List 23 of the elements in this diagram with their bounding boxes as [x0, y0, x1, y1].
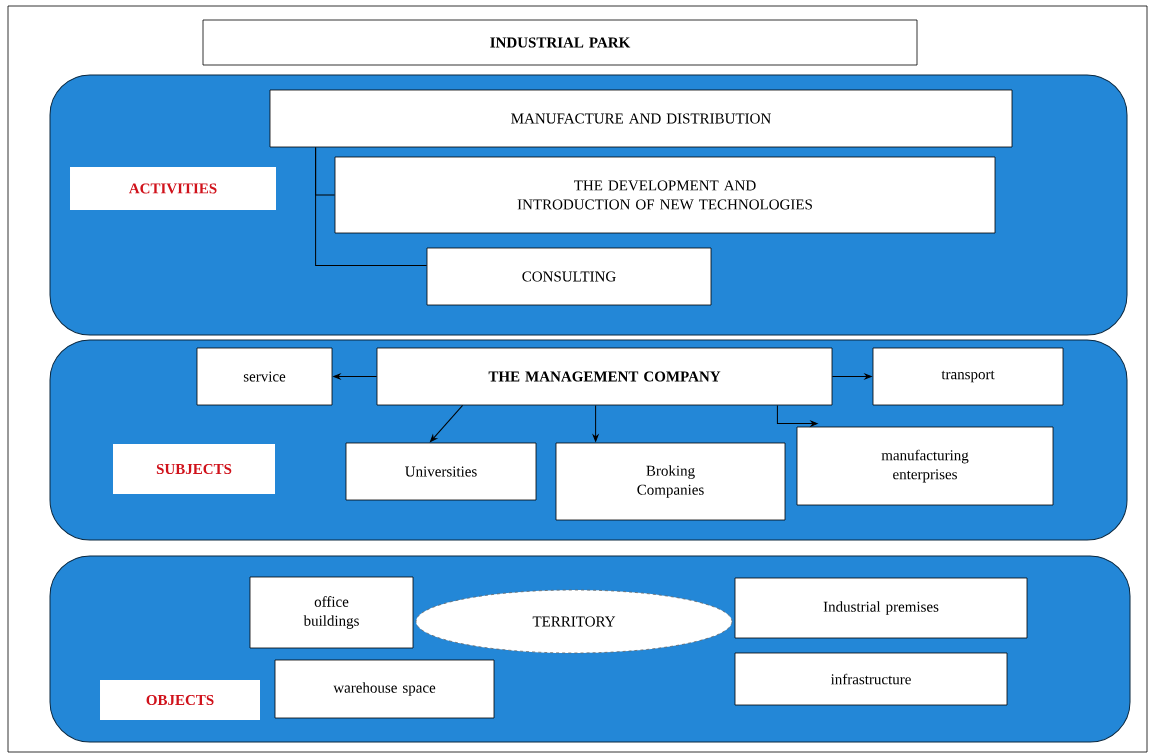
- section-label: SUBJECTS: [113, 444, 275, 494]
- arrow: [592, 404, 599, 442]
- text-box: Universities: [345, 442, 537, 501]
- title-box: INDUSTRIAL PARK: [202, 19, 918, 66]
- text-box: office buildings: [249, 576, 414, 649]
- arrow: [831, 373, 872, 380]
- text-box: THE MANAGEMENT COMPANY: [376, 347, 833, 406]
- arrow: [430, 404, 464, 443]
- text-box: CONSULTING: [426, 247, 712, 306]
- arrow: [776, 404, 818, 427]
- connector-line: [315, 146, 428, 266]
- text-box: Broking Companies: [555, 442, 786, 521]
- text-box: service: [196, 347, 333, 406]
- text-box: transport: [872, 347, 1064, 406]
- arrow: [333, 373, 378, 380]
- text-box: MANUFACTURE AND DISTRIBUTION: [269, 89, 1013, 148]
- text-box: Industrial premises: [734, 577, 1028, 639]
- text-box: warehouse space: [274, 659, 495, 719]
- text-box: infrastructure: [734, 652, 1008, 706]
- section-label: OBJECTS: [100, 680, 260, 720]
- text-box: THE DEVELOPMENT AND INTRODUCTION OF NEW TECHNOLOGIES: [334, 156, 996, 234]
- text-box: manufacturing enterprises: [796, 426, 1054, 506]
- section-label: ACTIVITIES: [70, 167, 276, 210]
